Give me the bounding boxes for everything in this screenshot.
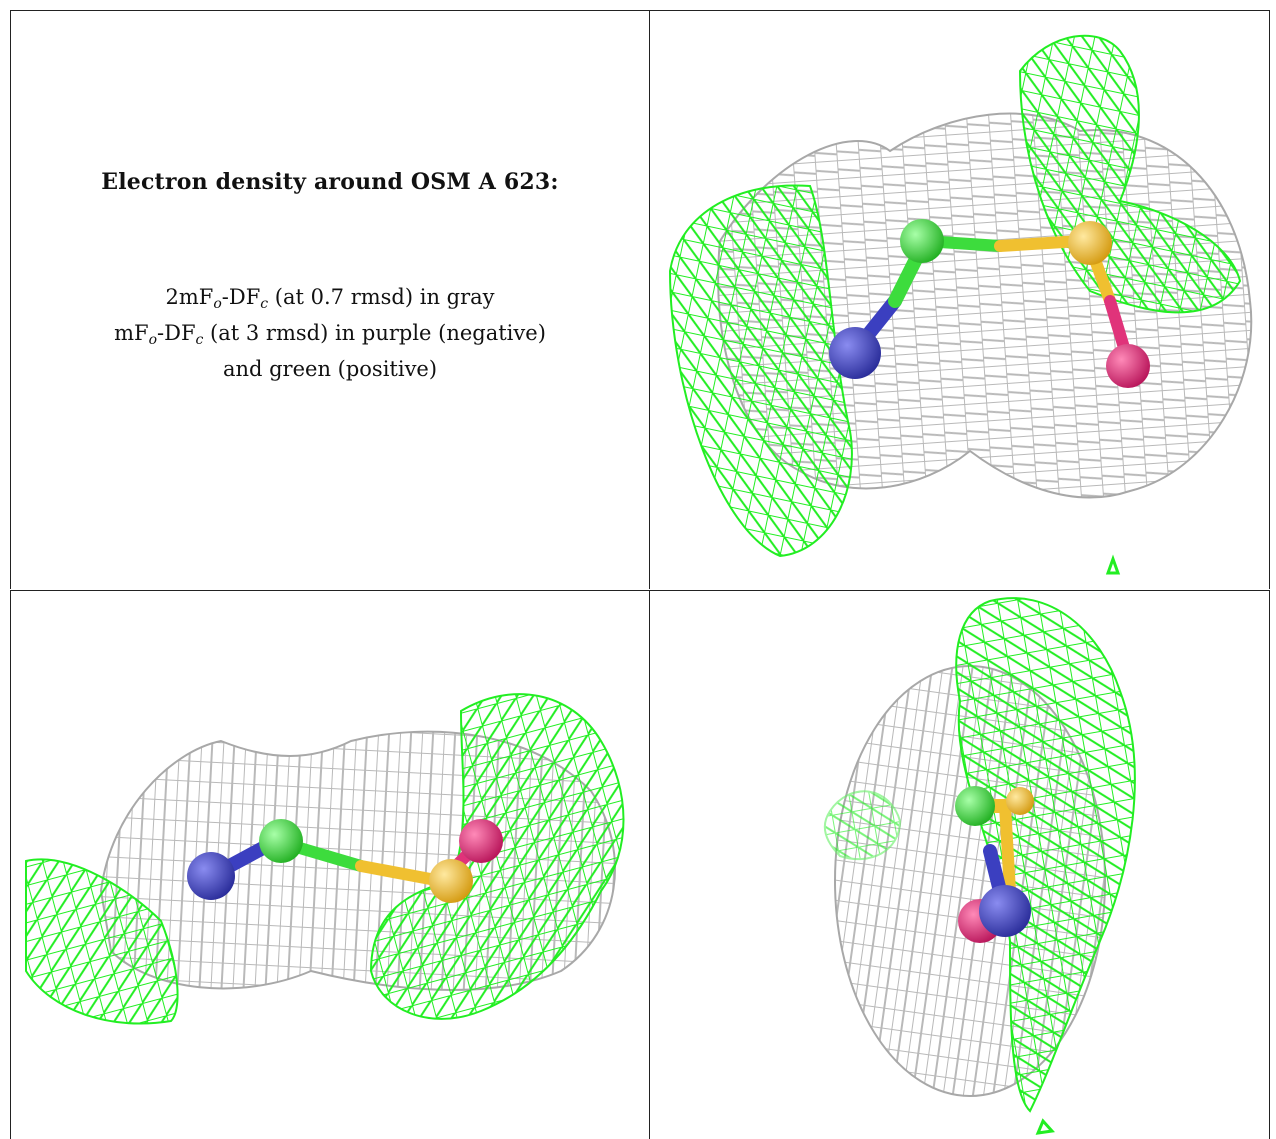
legend-line-fofc: mFo-DFc (at 3 rmsd) in purple (negative) (114, 321, 546, 348)
atom-sulfur (429, 859, 473, 903)
caption-title: Electron density around OSM A 623: (101, 169, 559, 195)
legend-line-2fofc: 2mFo-DFc (at 0.7 rmsd) in gray (165, 285, 495, 312)
mesh-positive-left (25, 858, 179, 1025)
mesh-positive-left (823, 790, 902, 861)
mesh-fragment (1105, 554, 1121, 575)
density-view-3 (650, 590, 1270, 1139)
mesh-positive-right (955, 597, 1136, 1113)
atom-nitrogen (829, 327, 881, 379)
density-view-1 (650, 10, 1270, 589)
molecule-view-2-icon (25, 693, 625, 1025)
atom-oxygen (459, 819, 503, 863)
legend-line-3: and green (positive) (222, 357, 438, 381)
caption-cell: Electron density around OSM A 623: 2mFo-… (10, 10, 650, 589)
atom-sulfur (1068, 221, 1112, 265)
caption-legend: 2mFo-DFc (at 0.7 rmsd) in gray mFo-DFc (… (11, 283, 649, 384)
atom-nitrogen (187, 852, 235, 900)
mesh-positive-left (668, 184, 853, 558)
atom-carbon (955, 786, 995, 826)
atom-oxygen (1106, 344, 1150, 388)
atom-nitrogen (979, 885, 1031, 937)
atom-carbon (900, 219, 944, 263)
density-view-2 (10, 590, 650, 1139)
atom-carbon (259, 819, 303, 863)
caption: Electron density around OSM A 623: 2mFo-… (11, 11, 649, 589)
mesh-fragment (1035, 1118, 1055, 1135)
ligand-sticks (848, 234, 1131, 358)
molecule-view-3-icon (823, 597, 1136, 1135)
molecule-view-1-icon (668, 34, 1253, 575)
atom-sulfur (1006, 787, 1034, 815)
